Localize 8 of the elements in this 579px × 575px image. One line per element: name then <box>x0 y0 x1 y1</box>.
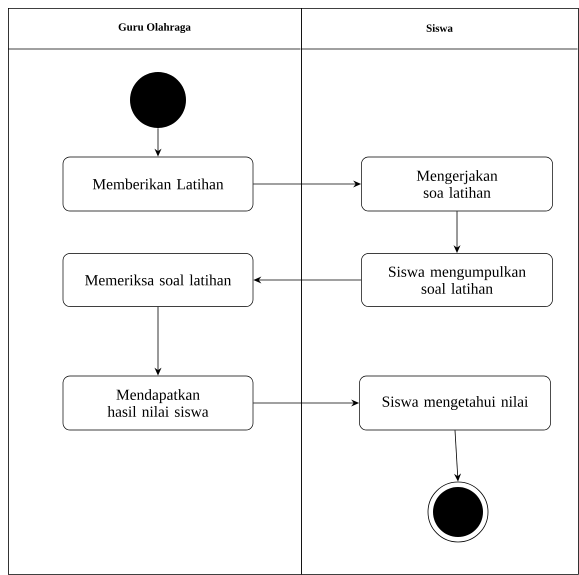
initial-node <box>130 72 186 128</box>
activity-box: Memberikan Latihan <box>62 156 254 212</box>
final-node <box>428 482 488 542</box>
activity-box: Memeriksa soal latihan <box>62 253 254 307</box>
activity-box: Siswa mengumpulkan soal latihan <box>361 253 553 307</box>
activity-box: Siswa mengetahui nilai <box>359 376 551 430</box>
activity-box: Mengerjakan soa latihan <box>361 156 553 212</box>
activity-box: Mendapatkan hasil nilai siswa <box>62 376 254 430</box>
